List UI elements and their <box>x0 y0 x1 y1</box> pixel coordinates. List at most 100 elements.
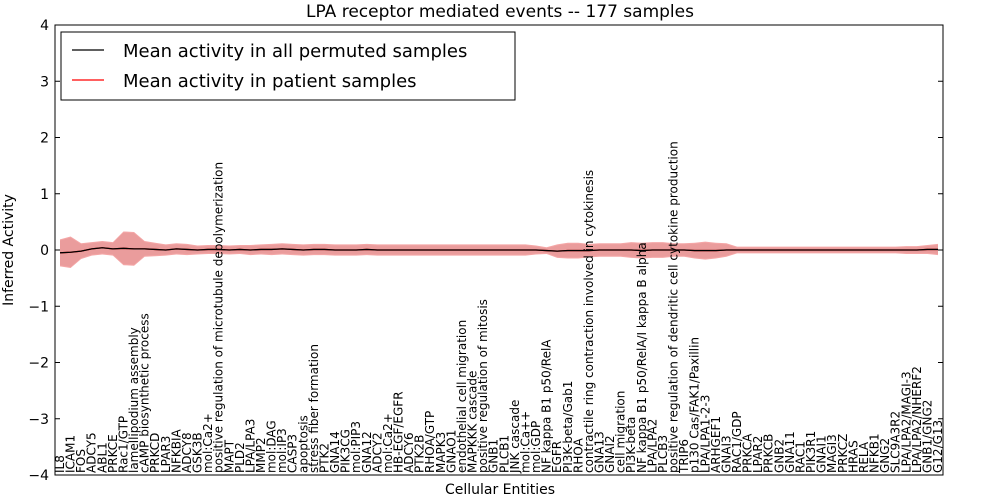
x-category-label: ADCY8 <box>180 432 194 473</box>
x-category-label: PRKCB <box>762 434 776 473</box>
y-tick-label: 2 <box>40 131 49 147</box>
x-category-label: MAPT <box>222 439 236 473</box>
x-category-label: FOS <box>74 449 88 473</box>
x-category-label: JNK cascade <box>508 400 522 474</box>
y-tick-label: −1 <box>28 299 49 315</box>
x-category-label: PLD2 <box>233 442 247 473</box>
x-category-label: PIK3CG <box>339 429 353 473</box>
x-axis-label: Cellular Entities <box>445 482 555 498</box>
x-axis-category-labels: IL8ICAM1FOSADCY5ABL1PRKCERac1/GTPlamelli… <box>53 141 945 474</box>
x-category-label: GNAI2 <box>603 435 617 473</box>
y-tick-label: −4 <box>28 468 49 484</box>
chart-title: LPA receptor mediated events -- 177 samp… <box>306 2 694 22</box>
x-category-label: LPA/LPA1-2-3 <box>698 395 712 473</box>
x-category-label: NF kappa B1 p50/RelA/I kappa B alpha <box>635 242 649 473</box>
x-category-label: mol:Ca2+ <box>381 413 395 473</box>
x-category-label: LPAR3 <box>159 436 173 473</box>
x-category-label: LPAR2 <box>751 436 765 473</box>
x-category-label: PRKCA <box>741 433 755 473</box>
x-category-label: GNAI1 <box>815 435 829 473</box>
x-category-label: GNB1/GNG2 <box>920 400 934 473</box>
plot-frame <box>54 24 944 476</box>
x-category-label: GNG2 <box>878 438 892 473</box>
x-category-label: ADCY6 <box>402 432 416 473</box>
y-axis-label: Inferred Activity <box>1 194 17 306</box>
x-category-label: RELA <box>857 441 871 473</box>
legend-frame <box>60 31 516 101</box>
legend: Mean activity in all permuted samples Me… <box>60 31 516 101</box>
x-category-label: MAGI3 <box>825 434 839 473</box>
legend-label-patient: Mean activity in patient samples <box>123 71 417 92</box>
x-category-label: mol:IP3 <box>275 428 289 473</box>
x-category-label: ICAM1 <box>64 435 78 473</box>
x-category-label: PTK2 <box>317 443 331 473</box>
x-category-label: PI3K-beta <box>624 417 638 473</box>
x-category-label: ADCY5 <box>85 432 99 473</box>
line-permuted-mean <box>59 247 938 254</box>
x-category-label: NFKB1 <box>868 433 882 473</box>
x-category-label: RAC1/GDP <box>730 411 744 473</box>
x-category-label: LPA/LPA2/MAGI-3 <box>899 371 913 473</box>
x-category-label: PIK3R1 <box>804 431 818 473</box>
x-category-label: PI3K-beta/Gab1 <box>561 381 575 473</box>
x-category-label: MAPKKK cascade <box>466 371 480 473</box>
y-tick-label: 0 <box>40 243 49 259</box>
x-category-label: positive regulation of mitosis <box>476 299 490 473</box>
x-category-label: positive regulation of dendritic cell cy… <box>667 141 681 473</box>
x-category-label: HRAS <box>846 440 860 473</box>
x-category-label: p130 Cas/FAK1/Paxillin <box>688 337 702 473</box>
x-category-label: cAMP biosynthetic process <box>138 313 152 473</box>
x-category-label: apoptosis <box>296 415 310 473</box>
y-tick-label: −3 <box>28 412 49 428</box>
y-tick-label: −2 <box>28 356 49 372</box>
x-category-label: HB-EGF/EGFR <box>392 391 406 473</box>
x-category-label: PRKCZ <box>836 434 850 473</box>
x-category-label: lamellipodium assembly <box>127 327 141 473</box>
x-category-label: LPA/LPA2/NHERF2 <box>910 366 924 473</box>
x-category-label: ARHGEF1 <box>709 416 723 473</box>
x-category-label: NF kappa B1 p50/RelA <box>540 339 554 473</box>
x-category-label: GNB1 <box>487 439 501 473</box>
x-category-label: stress fiber formation <box>307 344 321 473</box>
x-category-label: PRKCE <box>106 434 120 473</box>
x-category-label: SLC9A3R2 <box>889 411 903 473</box>
x-category-label: GNA14 <box>328 431 342 473</box>
x-category-label: cell migration <box>614 391 628 473</box>
x-category-label: Rac1/GTP <box>116 416 130 473</box>
x-category-label: GNA13 <box>592 431 606 473</box>
x-category-label: mol:Ca2+ <box>201 413 215 473</box>
x-category-label: mol:Ca++ <box>518 411 532 473</box>
x-category-label: IL8 <box>53 455 67 473</box>
x-category-label: GNA12 <box>360 431 374 473</box>
x-category-label: mol:PIP3 <box>349 421 363 473</box>
x-category-label: LPA/LPA2 <box>645 419 659 473</box>
x-category-label: G12/G13 <box>931 420 945 473</box>
x-category-label: RHOA <box>571 437 585 473</box>
x-category-label: PLCB1 <box>497 435 511 473</box>
x-category-label: TRIP6 <box>677 439 691 474</box>
x-category-label: GNB2 <box>772 439 786 473</box>
x-category-label: MMP2 <box>254 437 268 473</box>
x-category-label: GSK3B <box>191 432 205 473</box>
x-category-label: ABL1 <box>95 442 109 473</box>
x-category-label: RHOA/GTP <box>423 411 437 473</box>
legend-label-permuted: Mean activity in all permuted samples <box>123 41 467 62</box>
x-category-label: EGFR <box>550 441 564 473</box>
x-category-label: contractile ring contraction involved in… <box>582 170 596 473</box>
x-category-label: NFKBIA <box>169 428 183 473</box>
y-tick-label: 1 <box>40 187 49 203</box>
x-category-label: PTK2B <box>413 435 427 473</box>
x-category-label: RAC1 <box>793 441 807 473</box>
x-category-label: ADCY2 <box>370 432 384 473</box>
x-category-label: mol:DAG <box>265 420 279 473</box>
x-category-label: GNAO1 <box>444 430 458 473</box>
x-category-label: LPA/LPA3 <box>243 419 257 473</box>
series-lines <box>59 247 938 254</box>
x-category-label: GNA11 <box>783 431 797 473</box>
x-category-label: PRKCD <box>148 433 162 473</box>
x-category-label: PLCB3 <box>656 435 670 473</box>
x-category-label: MAPK3 <box>434 432 448 473</box>
x-category-label: CASP3 <box>286 434 300 473</box>
